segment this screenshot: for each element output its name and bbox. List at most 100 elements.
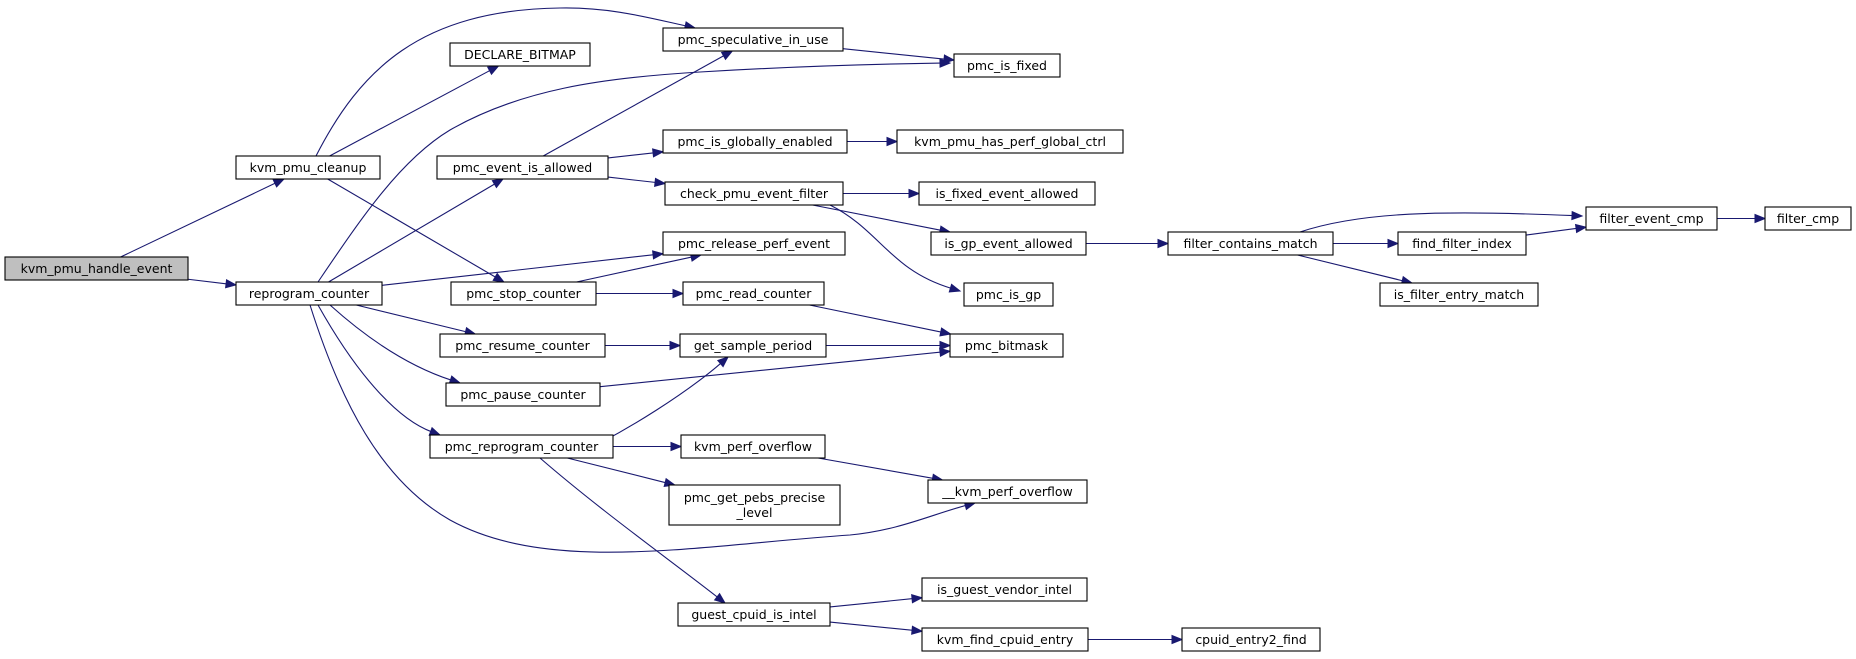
node-pmc_speculative_in_use[interactable]: pmc_speculative_in_use (662, 27, 844, 52)
node-box (921, 627, 1089, 652)
node-pmc_read_counter[interactable]: pmc_read_counter (682, 281, 825, 306)
node-box (680, 434, 826, 459)
edge-check_pmu_event_filter-to-is_fixed_event_allowed (843, 188, 921, 199)
edge-kvm_pmu_handle_event-to-kvm_pmu_cleanup (120, 178, 286, 258)
node-kvm_pmu_has_perf_global_ctrl[interactable]: kvm_pmu_has_perf_global_ctrl (896, 129, 1124, 154)
edge-reprogram_counter-to-pmc_release_perf_event (381, 250, 665, 286)
node-cpuid_entry2_find[interactable]: cpuid_entry2_find (1181, 627, 1321, 652)
node-box (1167, 231, 1334, 256)
node-kvm_pmu_handle_event: kvm_pmu_handle_event (4, 256, 189, 281)
node-is_gp_event_allowed[interactable]: is_gp_event_allowed (930, 231, 1087, 256)
node-pmc_get_pebs_precise_level[interactable]: pmc_get_pebs_precise_level (668, 484, 841, 526)
node-pmc_event_is_allowed[interactable]: pmc_event_is_allowed (436, 155, 609, 180)
node-filter_contains_match[interactable]: filter_contains_match (1167, 231, 1334, 256)
node-label: pmc_is_globally_enabled (677, 134, 832, 149)
node-box (949, 333, 1064, 358)
node-pmc_is_globally_enabled[interactable]: pmc_is_globally_enabled (662, 129, 848, 154)
node-pmc_bitmask[interactable]: pmc_bitmask (949, 333, 1064, 358)
node-get_sample_period[interactable]: get_sample_period (679, 333, 827, 358)
node-label: pmc_stop_counter (466, 286, 581, 301)
edge-reprogram_counter-to-__kvm_perf_overflow (309, 304, 977, 553)
node-label: pmc_get_pebs_precise (684, 490, 826, 505)
node-kvm_find_cpuid_entry[interactable]: kvm_find_cpuid_entry (921, 627, 1089, 652)
edge-pmc_event_is_allowed-to-pmc_speculative_in_use (542, 50, 734, 157)
node-label: kvm_pmu_handle_event (21, 261, 173, 276)
edge-reprogram_counter-to-pmc_reprogram_counter (317, 304, 442, 436)
call-graph-edges (120, 7, 1767, 645)
node-kvm_perf_overflow[interactable]: kvm_perf_overflow (680, 434, 826, 459)
node-pmc_resume_counter[interactable]: pmc_resume_counter (439, 333, 606, 358)
node-label: kvm_perf_overflow (694, 439, 812, 454)
node-label: pmc_reprogram_counter (445, 439, 599, 454)
node-box (682, 281, 825, 306)
node-box (662, 231, 846, 256)
edge-pmc_read_counter-to-pmc_bitmask (809, 304, 952, 337)
node-box (679, 333, 827, 358)
node-filter_event_cmp[interactable]: filter_event_cmp (1585, 206, 1718, 231)
node-label: check_pmu_event_filter (680, 186, 829, 201)
node-label: pmc_bitmask (965, 338, 1049, 353)
node-label: DECLARE_BITMAP (464, 47, 576, 62)
node-box (445, 382, 601, 407)
edge-kvm_find_cpuid_entry-to-cpuid_entry2_find (1088, 634, 1184, 645)
node-is_fixed_event_allowed[interactable]: is_fixed_event_allowed (918, 181, 1096, 206)
node-__kvm_perf_overflow[interactable]: __kvm_perf_overflow (927, 479, 1088, 504)
node-box (1379, 282, 1539, 307)
node-pmc_release_perf_event[interactable]: pmc_release_perf_event (662, 231, 846, 256)
node-pmc_is_fixed[interactable]: pmc_is_fixed (953, 53, 1061, 78)
edge-kvm_perf_overflow-to-__kvm_perf_overflow (817, 457, 944, 483)
node-box (668, 484, 841, 526)
node-label: guest_cpuid_is_intel (691, 607, 816, 622)
node-box (664, 181, 844, 206)
edge-pmc_stop_counter-to-pmc_read_counter (596, 288, 685, 299)
node-box (918, 181, 1096, 206)
node-find_filter_index[interactable]: find_filter_index (1397, 231, 1527, 256)
edge-reprogram_counter-to-pmc_event_is_allowed (328, 178, 505, 283)
node-reprogram_counter[interactable]: reprogram_counter (235, 281, 383, 306)
edge-pmc_reprogram_counter-to-kvm_perf_overflow (613, 441, 683, 452)
edge-kvm_pmu_cleanup-to-DECLARE_BITMAP (329, 65, 500, 157)
node-box (439, 333, 606, 358)
node-check_pmu_event_filter[interactable]: check_pmu_event_filter (664, 181, 844, 206)
node-guest_cpuid_is_intel[interactable]: guest_cpuid_is_intel (677, 602, 831, 627)
node-label: kvm_find_cpuid_entry (937, 632, 1074, 647)
node-box (1397, 231, 1527, 256)
edge-kvm_pmu_cleanup-to-pmc_stop_counter (327, 178, 505, 283)
node-label: pmc_pause_counter (460, 387, 586, 402)
edge-kvm_pmu_handle_event-to-reprogram_counter (187, 278, 238, 289)
node-box (677, 602, 831, 627)
edge-check_pmu_event_filter-to-pmc_is_gp (829, 204, 962, 293)
node-box (450, 281, 597, 306)
node-label: pmc_is_fixed (967, 58, 1047, 73)
node-label: filter_contains_match (1183, 236, 1317, 251)
edge-get_sample_period-to-pmc_bitmask (826, 340, 952, 351)
node-label: pmc_read_counter (696, 286, 813, 301)
node-label: cpuid_entry2_find (1195, 632, 1306, 647)
node-label: pmc_release_perf_event (678, 236, 830, 251)
node-filter_cmp[interactable]: filter_cmp (1764, 206, 1852, 231)
node-box (927, 479, 1088, 504)
node-box (662, 129, 848, 154)
node-kvm_pmu_cleanup[interactable]: kvm_pmu_cleanup (235, 155, 381, 180)
node-is_filter_entry_match[interactable]: is_filter_entry_match (1379, 282, 1539, 307)
node-box (921, 577, 1088, 602)
edge-pmc_resume_counter-to-get_sample_period (605, 340, 682, 351)
node-label: pmc_speculative_in_use (678, 32, 829, 47)
edge-filter_event_cmp-to-filter_cmp (1717, 213, 1767, 224)
node-label: pmc_resume_counter (455, 338, 590, 353)
node-box (963, 282, 1054, 307)
node-pmc_pause_counter[interactable]: pmc_pause_counter (445, 382, 601, 407)
node-pmc_is_gp[interactable]: pmc_is_gp (963, 282, 1054, 307)
node-pmc_reprogram_counter[interactable]: pmc_reprogram_counter (429, 434, 614, 459)
node-box (449, 42, 591, 67)
edge-filter_contains_match-to-filter_event_cmp (1299, 210, 1584, 233)
node-pmc_stop_counter[interactable]: pmc_stop_counter (450, 281, 597, 306)
node-box (1585, 206, 1718, 231)
node-box (896, 129, 1124, 154)
call-graph-nodes: kvm_pmu_handle_event kvm_pmu_cleanuprepro… (4, 27, 1852, 652)
node-is_guest_vendor_intel[interactable]: is_guest_vendor_intel (921, 577, 1088, 602)
node-label: filter_event_cmp (1599, 211, 1703, 226)
edge-pmc_pause_counter-to-pmc_bitmask (599, 347, 952, 388)
node-DECLARE_BITMAP[interactable]: DECLARE_BITMAP (449, 42, 591, 67)
